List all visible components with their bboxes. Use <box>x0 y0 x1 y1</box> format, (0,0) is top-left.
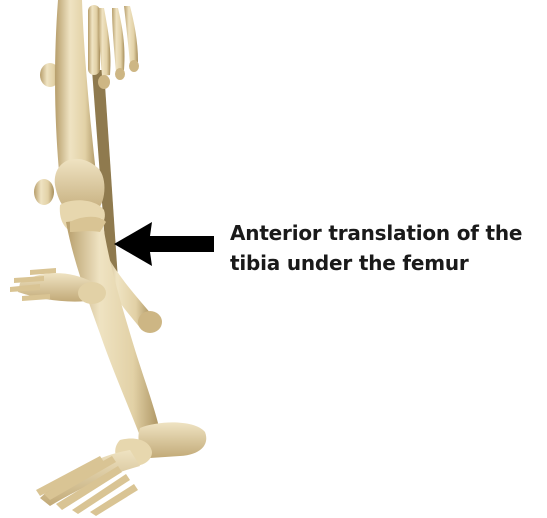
arrow-left-icon <box>114 222 214 266</box>
annotation-line-2: tibia under the femur <box>230 248 542 278</box>
annotation-line-1: Anterior translation of the <box>230 218 542 248</box>
front-foot-bones <box>36 422 206 516</box>
hand-bones <box>40 0 139 89</box>
annotation-label: Anterior translation of the tibia under … <box>230 218 542 278</box>
